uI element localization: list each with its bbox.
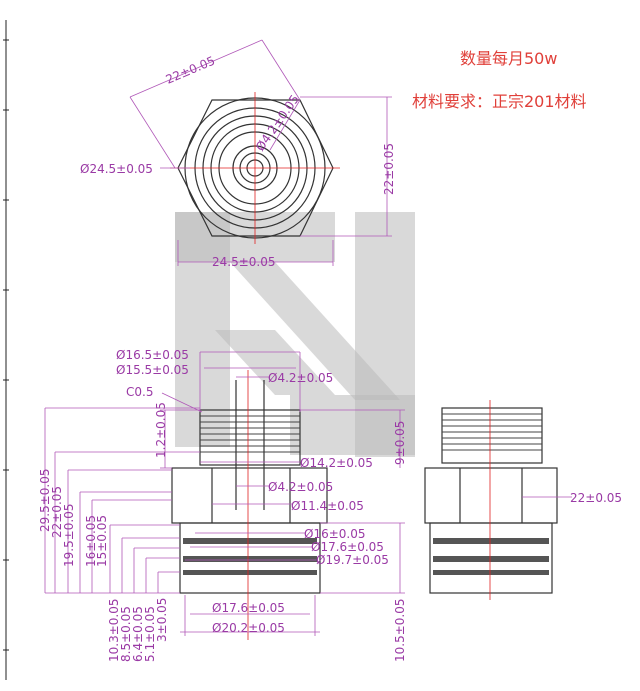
height-10-3-dim: 10.3±0.05 xyxy=(107,599,121,663)
dia-17-6-side-dim: Ø17.6±0.05 xyxy=(311,540,384,554)
height-8-5-dim: 8.5±0.05 xyxy=(119,606,133,662)
dia-17-6-bottom-dim: Ø17.6±0.05 xyxy=(212,601,285,615)
dia-19-7-dim: Ø19.7±0.05 xyxy=(316,553,389,567)
dia-4-2-mid-dim: Ø4.2±0.05 xyxy=(268,480,333,494)
page-edge-ruler xyxy=(3,20,9,680)
front-view: Ø16.5±0.05 Ø15.5±0.05 Ø4.2±0.05 C0.5 Ø14… xyxy=(38,348,407,662)
side-width-dim: 22±0.05 xyxy=(570,491,622,505)
outer-diameter-dim: Ø24.5±0.05 xyxy=(80,162,153,176)
side-view: 22±0.05 xyxy=(424,400,622,600)
dia-11-4-dim: Ø11.4±0.05 xyxy=(291,499,364,513)
chamfer-dim: C0.5 xyxy=(126,385,153,399)
height-1-2-dim: 1.2±0.05 xyxy=(154,402,168,458)
height-16-dim: 16±0.05 xyxy=(84,515,98,567)
height-dim-right: 22±0.05 xyxy=(382,143,396,195)
hex-side-dim: 22±0.05 xyxy=(164,54,217,87)
height-9-dim: 9±0.05 xyxy=(393,421,407,465)
height-19-5-dim: 19.5±0.05 xyxy=(62,504,76,568)
dia-16-5-dim: Ø16.5±0.05 xyxy=(116,348,189,362)
dia-4-2-top-dim: Ø4.2±0.05 xyxy=(268,371,333,385)
dia-15-5-dim: Ø15.5±0.05 xyxy=(116,363,189,377)
watermark-logo xyxy=(175,212,415,457)
dia-20-2-dim: Ø20.2±0.05 xyxy=(212,621,285,635)
quantity-note: 数量每月50w xyxy=(460,49,557,68)
height-5-1-dim: 5.1±0.05 xyxy=(143,606,157,662)
height-3-dim: 3±0.05 xyxy=(155,598,169,642)
width-dim-bottom: 24.5±0.05 xyxy=(212,255,276,269)
height-29-5-dim: 29.5±0.05 xyxy=(38,469,52,533)
dia-16-dim: Ø16±0.05 xyxy=(304,527,366,541)
height-10-5-dim: 10.5±0.05 xyxy=(393,599,407,663)
height-15-dim: 15±0.05 xyxy=(95,515,109,567)
dia-14-2-dim: Ø14.2±0.05 xyxy=(300,456,373,470)
material-note: 材料要求：正宗201材料 xyxy=(412,92,587,111)
height-6-4-dim: 6.4±0.05 xyxy=(131,606,145,662)
height-22-dim: 22±0.05 xyxy=(50,486,64,538)
